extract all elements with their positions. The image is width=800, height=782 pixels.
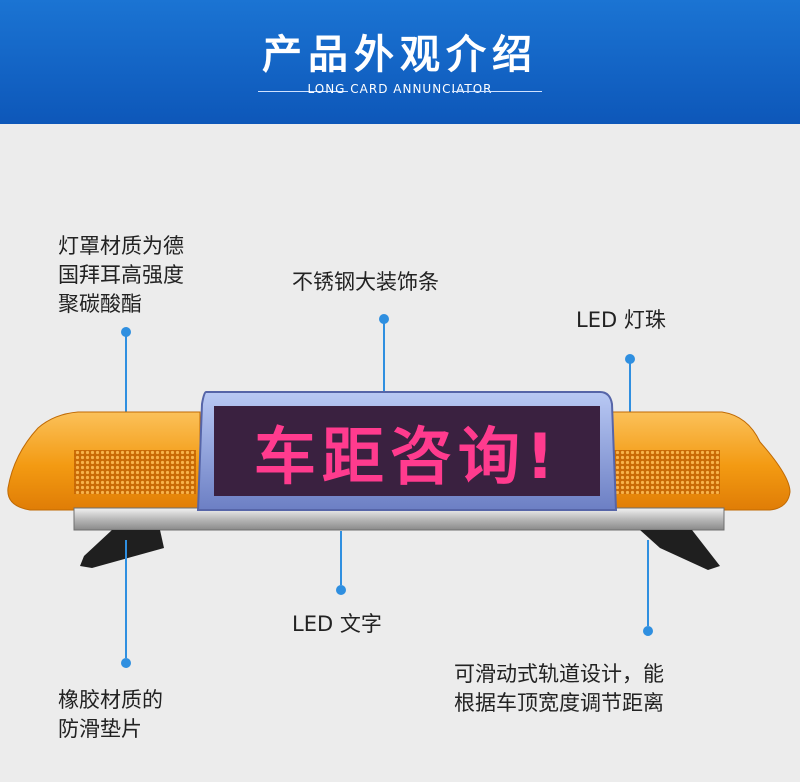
callout-lampshade-line-2: 国拜耳高强度 [58,263,184,287]
callout-stainless-trim: 不锈钢大装饰条 [292,270,439,294]
page-subtitle: LONG CARD ANNUNCIATOR [307,82,493,96]
base-rail [73,507,725,531]
light-bar-illustration: 车距咨询! [7,391,791,570]
callout-rubber-line [125,540,127,658]
led-display-panel [214,406,600,496]
callout-lampshade: 灯罩材质为德 国拜耳高强度 聚碳酸酯 [58,232,184,319]
callout-rubber-pad: 橡胶材质的 防滑垫片 [58,686,163,744]
callout-lampshade-line-3: 聚碳酸酯 [58,292,142,316]
callout-slide-dot [643,626,653,636]
callout-led-beads: LED 灯珠 [576,308,666,332]
right-led-module [614,450,720,494]
left-led-module [74,450,196,494]
right-mount-foot [640,530,720,570]
callout-led-text-line [340,531,342,585]
callout-lampshade-line [125,333,127,415]
callout-beads-dot [625,354,635,364]
led-display-text: 车距咨询! [254,420,560,493]
callout-slide-line-1: 可滑动式轨道设计，能 [454,662,664,686]
callout-trim-line [383,320,385,392]
callout-beads-line [629,360,631,416]
left-mount-foot [80,530,164,568]
header-banner: 产品外观介绍 LONG CARD ANNUNCIATOR [0,0,800,124]
callout-rubber-dot [121,658,131,668]
callout-slide-line-2: 根据车顶宽度调节距离 [454,691,664,715]
callout-led-text: LED 文字 [292,612,382,636]
callout-slide-line [647,540,649,626]
callout-rubber-line-2: 防滑垫片 [58,717,142,741]
callout-trim-dot [379,314,389,324]
callout-lampshade-dot [121,327,131,337]
callout-lampshade-line-1: 灯罩材质为德 [58,234,184,258]
page-title: 产品外观介绍 [262,32,538,78]
subtitle-divider-right [452,91,542,92]
callout-rubber-line-1: 橡胶材质的 [58,688,163,712]
subtitle-divider-left [258,91,348,92]
callout-sliding-rail: 可滑动式轨道设计，能 根据车顶宽度调节距离 [454,660,664,718]
callout-led-text-dot [336,585,346,595]
